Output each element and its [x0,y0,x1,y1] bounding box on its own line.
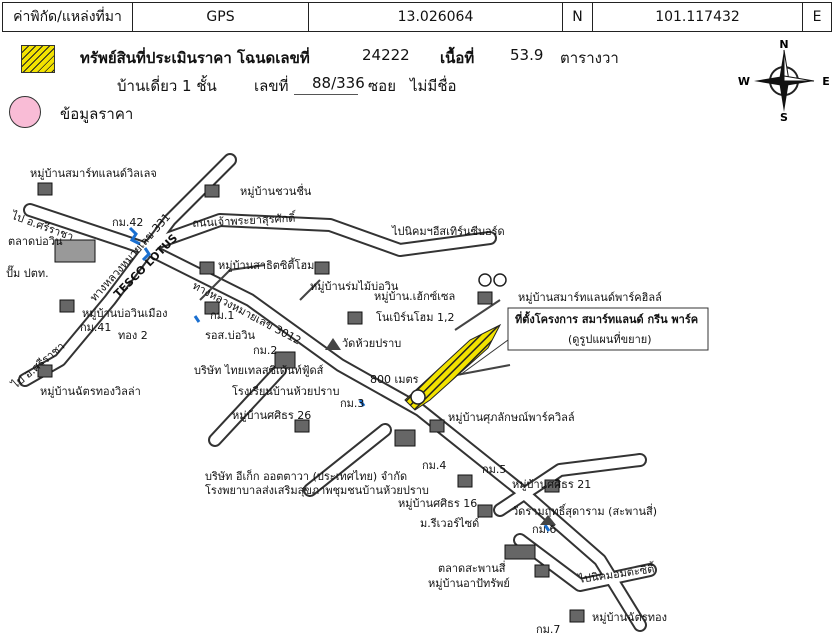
label-sasithorn-16: หมู่บ้านศศิธร 16 [398,497,478,510]
label-wat-ramrit: วัดรามฤทธิ์สุดาราม (สะพานสี่) [512,505,658,518]
house-no-label: เลขที่ [254,77,289,95]
label-suppalak-park-ville: หมู่บ้านศุภลักษณ์พาร์ควิลล์ [448,411,575,424]
label-hospital: โรงพยาบาลส่งเสริมสุขภาพชุมชนบ้านห้วยปราบ [205,484,429,497]
latitude-dir: N [563,3,593,31]
label-thai-food-company: บริษัท ไทยเทลสซิเด้นท์ฟู้ดส์ [194,364,324,377]
label-km7: กม.7 [536,623,561,636]
label-wat-huai-prap: วัดห้วยปราบ [342,337,402,350]
building-icon [569,609,585,623]
label-km6: กม.6 [532,523,557,536]
area-unit: ตารางวา [560,49,619,67]
marker-1-icon [410,389,426,405]
marker-3-icon [493,273,507,287]
longitude-value: 101.117432 [593,3,803,31]
marker-2-icon [478,273,492,287]
building-icon [37,182,53,196]
longitude-dir: E [812,9,822,25]
area-value: 53.9 [510,46,544,64]
building-icon [204,184,220,198]
label-see-enlarged-map: (ดูรูปแผนที่ขยาย) [568,333,652,346]
building-icon [347,311,363,325]
market-icon [54,239,96,263]
house-number: 88/336 [312,74,365,92]
label-noburn-home: โนเบิร์นโฮม 1,2 [376,311,455,324]
temple-icon [540,515,556,525]
deed-number: 24222 [362,46,410,64]
label-ottawa-company: บริษัท อีเก็ก ออตตาวา (ประเทศไทย) จำกัด [205,470,408,483]
label-riverside: ม.รีเวอร์ไซด์ [420,517,480,530]
building-icon [477,504,493,518]
property-hatch-icon [21,45,55,73]
label-ptt-station: ปั๊ม ปตท. [6,267,49,280]
road-map [18,153,709,632]
building-icon [199,261,215,275]
label-km2: กม.2 [253,344,278,357]
canal-mark-2 [141,247,151,262]
label-saphan-si-market: ตลาดสะพานสี่ [438,562,506,575]
coord-label: ค่าพิกัด/แหล่งที่มา [3,3,133,31]
property-title: ทรัพย์สินที่ประเมินราคา โฉนดเลขที่ [80,49,310,67]
compass-n: N [779,40,788,51]
building-icon [59,299,75,313]
soi-value: ไม่มีชื่อ [410,77,457,95]
label-km42: กม.42 [112,216,144,229]
area-label: เนื้อที่ [440,49,475,67]
compass-rose-icon: N S E W [738,40,830,122]
factory-icon [394,429,416,447]
label-project-location: ที่ตั้งโครงการ สมาร์ทแลนด์ กรีน พาร์ค [515,313,699,326]
building-icon [37,364,53,378]
house-type: บ้านเดี่ยว 1 ชั้น [117,77,217,95]
building-icon [544,479,560,493]
building-icon [477,291,493,305]
market-icon [504,544,536,560]
label-km1: กม.1 [210,309,235,322]
label-km5: กม.5 [482,463,507,476]
building-icon [534,564,550,578]
building-icon [457,474,473,488]
canal-mark-1 [128,226,141,246]
label-bowin-market: ตลาดบ่อวิน [8,235,63,248]
compass-w: W [738,75,750,88]
building-icon [294,419,310,433]
latitude-value: 13.026064 [309,3,563,31]
label-smartland-village: หมู่บ้านสมาร์ทแลนด์วิลเลจ [30,167,157,180]
label-km4: กม.4 [422,459,447,472]
label-huai-prap-school: โรงเรียนบ้านห้วยปราบ [232,385,340,398]
label-chuanchuen: หมู่บ้านชวนชื่น [240,185,312,198]
label-sasithorn-26: หมู่บ้านศศิธร 26 [232,409,312,422]
label-smartland-park-hill: หมู่บ้านสมาร์ทแลนด์พาร์คฮิลล์ [518,291,662,304]
price-info-circle-icon [9,96,41,128]
temple-icon [325,338,341,350]
house-no-underline [294,94,358,95]
building-icon [429,419,445,433]
building-icon [314,261,330,275]
label-chatthong-villa: หมู่บ้านฉัตรทองวิลล่า [40,385,141,398]
label-sasithorn-21: หมู่บ้านศศิธร 21 [512,478,592,491]
label-to-eastern-seaboard: ไปนิคมฯอีสเทิร์นซีบอร์ด [392,225,505,238]
label-ros-bowin: รอส.บ่อวิน [205,329,256,342]
price-info-label: ข้อมูลราคา [60,105,134,123]
building-icon [204,301,220,315]
label-hexcel: หมู่บ้าน.เฮ้กซ์เซล [374,290,456,303]
factory-icon [274,351,296,369]
label-chatthong: หมู่บ้านฉัตรทอง [592,611,667,624]
label-thong2: ทอง 2 [118,329,148,342]
label-km3: กม.3 [340,397,365,410]
label-distance-800m: 800 เมตร [370,373,419,386]
coordinate-header: ค่าพิกัด/แหล่งที่มา GPS 13.026064 N 101.… [2,2,832,32]
label-km41: กม.41 [80,321,112,334]
label-bowin-mueang: หมู่บ้านบ่อวินเมือง [82,307,168,320]
compass-s: S [780,111,788,122]
project-callout-box [507,307,709,351]
label-rommai-bowin: หมู่บ้านร่มไม้บ่อวิน [310,280,399,293]
soi-label: ซอย [368,77,396,95]
label-apatsap: หมู่บ้านอาปัทรัพย์ [428,577,510,590]
property-site-area [404,323,502,411]
label-sathit-city-home: หมู่บ้านสาธิตซิตี้โฮม [218,259,315,272]
coord-source: GPS [133,3,309,31]
compass-e: E [822,75,830,88]
